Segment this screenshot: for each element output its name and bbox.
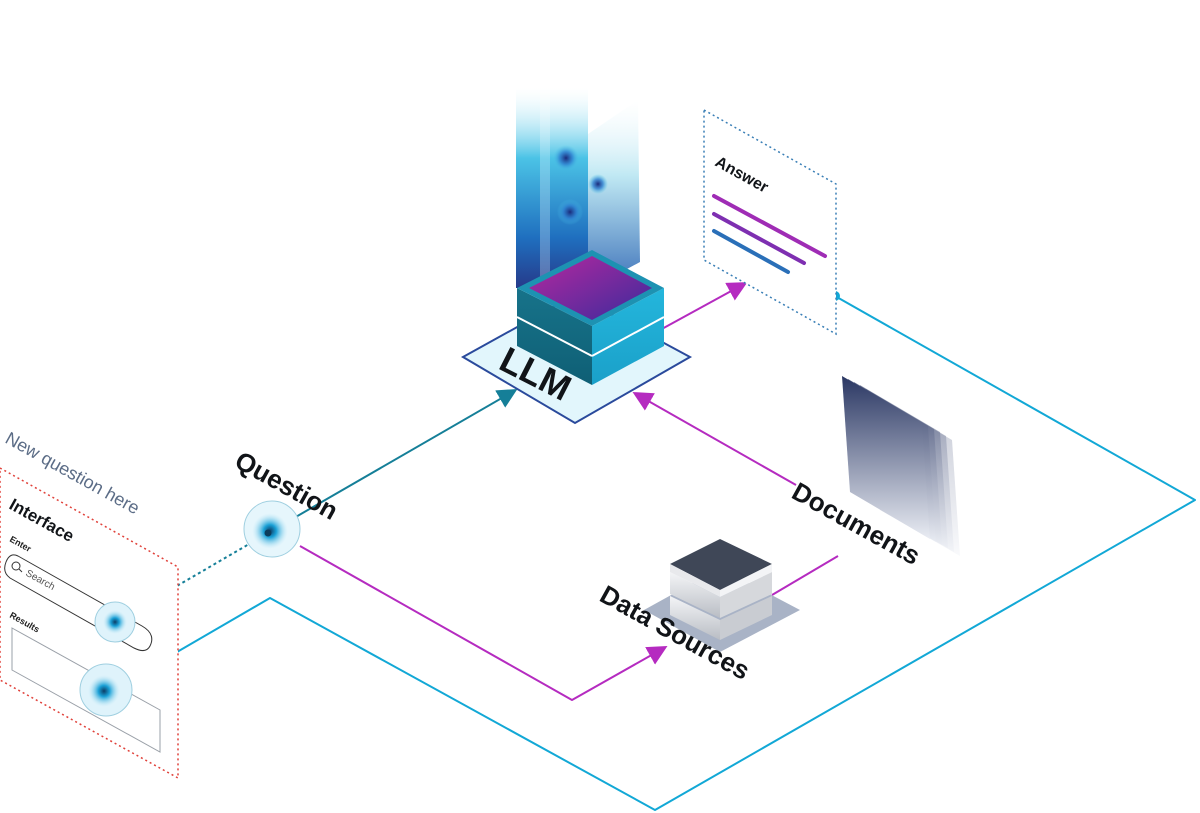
question-to-datasources-arrow [299,545,668,701]
question-to-llm-arrow [267,389,518,534]
llm-spark [553,145,579,171]
llm-node: LLM [460,88,693,425]
interface-panel: New question here Interface Enter Search… [0,428,179,780]
search-icon [11,561,21,571]
results-focus-glow [88,675,120,707]
llm-to-answer-arrow [659,282,748,331]
question-node: Question [230,445,343,558]
answer-text-line [712,194,827,258]
search-focus-glow [103,610,127,634]
llm-cube-top-inner [529,256,652,320]
datasources-to-documents-line [771,555,839,596]
question-dot [264,529,272,537]
answer-card [703,108,837,336]
documents-to-llm-arrow [632,392,797,486]
llm-beam-left [516,88,588,288]
documents-node: Documents [787,376,960,571]
data-sources-node: Data Sources [595,539,800,686]
llm-spark [557,199,583,225]
answer-text-line [712,229,790,274]
llm-beam-right [588,100,640,290]
answer-text-line [712,212,806,265]
llm-spark [588,174,608,194]
answer-node: Answer [703,108,837,336]
answer-return-line [114,295,1196,811]
data-sources-top [670,539,772,590]
document-sheet [842,376,930,539]
